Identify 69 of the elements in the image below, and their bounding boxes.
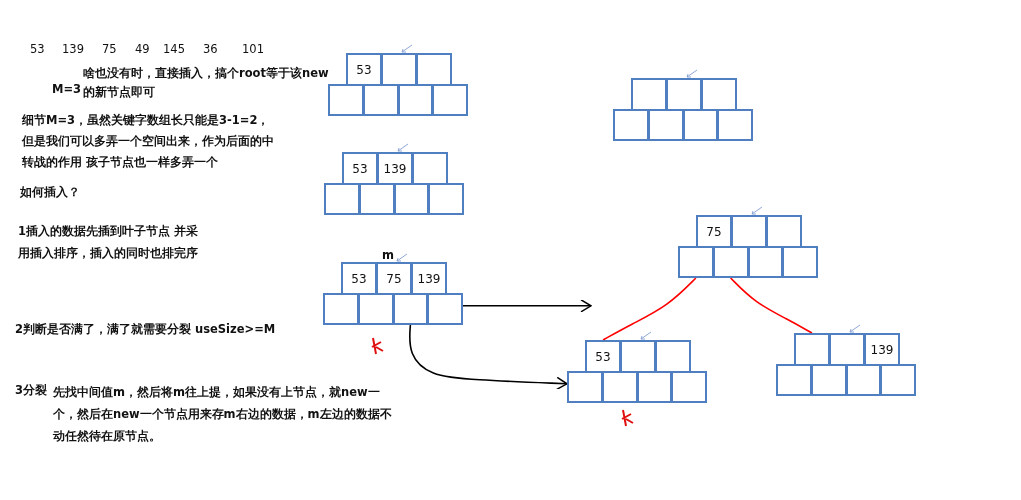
parameter-label: M=3 [52,81,82,98]
number-label: 53 [30,41,45,58]
child-pointer-slot [747,246,784,278]
key-slot: 53 [346,53,382,86]
middle-value-label: m [382,247,394,264]
child-pointer-slot [671,371,707,403]
child-pointer-slot [712,246,749,278]
key-slot: 139 [377,152,413,185]
child-pointer-slot [567,371,603,403]
child-pointer-slot [362,84,399,116]
child-pointer-slot [392,293,429,325]
connector-line [729,277,813,334]
key-slot: 75 [696,215,732,248]
number-label: 139 [62,41,84,58]
key-slot [412,152,448,185]
child-pointer-slot [428,183,464,215]
step-text: 先找中间值m，然后将m往上提，如果没有上节点，就new一个，然后在new一个节点用来存m右边的数据，m左边的数据不动任然待在原节点。 [53,384,393,445]
key-slot: 139 [864,333,900,366]
key-slot [631,78,667,111]
number-label: 101 [242,41,264,58]
key-slot [794,333,830,366]
arrow [408,324,568,391]
child-pointer-slot [427,293,463,325]
key-slot [766,215,802,248]
key-slot [666,78,702,111]
arrow [462,299,592,313]
child-pointer-slot [323,293,359,325]
key-slot [381,53,417,86]
key-slot [731,215,767,248]
key-slot: 75 [376,262,412,295]
child-pointer-slot [613,109,649,141]
child-pointer-slot [717,109,753,141]
step-text: 2判断是否满了，满了就需要分裂 useSize>=M [15,321,276,338]
key-slot: 53 [341,262,377,295]
number-label: 49 [135,41,150,58]
child-pointer-slot [324,183,360,215]
number-label: 36 [203,41,218,58]
key-slot: 53 [342,152,378,185]
child-pointer-slot [358,183,395,215]
child-pointer-slot [601,371,638,403]
key-slot [829,333,865,366]
connector-line [602,277,697,341]
child-pointer-slot [357,293,394,325]
key-slot [701,78,737,111]
child-pointer-slot [678,246,714,278]
child-pointer-slot [776,364,812,396]
child-pointer-slot [845,364,882,396]
heading-text: 如何插入？ [20,184,80,201]
key-slot [416,53,452,86]
child-pointer-slot [636,371,673,403]
note-text: 细节M=3，虽然关键字数组长只能是3-1=2，但是我们可以多弄一个空间出来，作为后面的中转战的作用 孩子节点也一样多弄一个 [22,112,274,171]
child-pointer-slot [397,84,434,116]
key-slot [655,340,691,373]
step-text: 1插入的数据先插到叶子节点 并采用插入排序，插入的同时也排完序 [18,223,199,262]
child-pointer-slot [328,84,364,116]
child-pointer-slot [647,109,684,141]
child-pointer-slot [432,84,468,116]
child-pointer-slot [810,364,847,396]
key-slot: 53 [585,340,621,373]
child-pointer-slot [880,364,916,396]
child-pointer-slot [682,109,719,141]
number-label: 145 [163,41,185,58]
child-pointer-slot [393,183,430,215]
key-slot [620,340,656,373]
number-label: 75 [102,41,117,58]
note-text: 啥也没有时，直接插入，搞个root等于该new的新节点即可 [83,65,330,101]
key-slot: 139 [411,262,447,295]
step-heading: 3分裂 [15,382,47,399]
child-pointer-slot [782,246,818,278]
